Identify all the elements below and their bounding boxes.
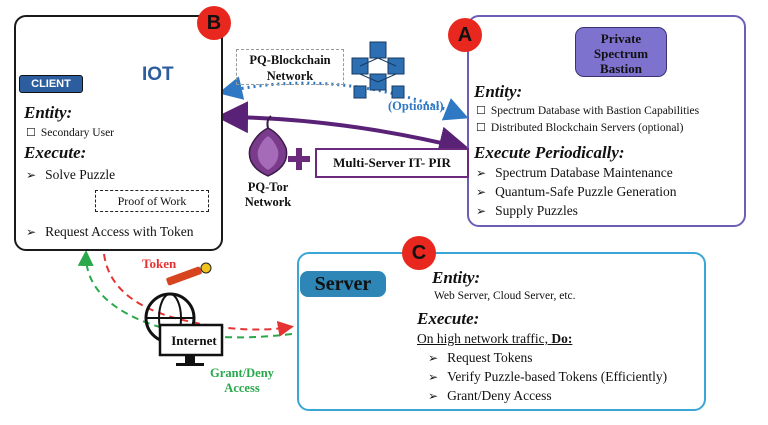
client-entity-item: Secondary User xyxy=(26,126,114,139)
tor-channel-arrow xyxy=(216,101,471,158)
server-entity-text: Web Server, Cloud Server, etc. xyxy=(434,290,576,302)
bastion-execute-item-3: Supply Puzzles xyxy=(476,203,578,219)
blockchain-network-label: PQ-Blockchain Network xyxy=(236,49,344,85)
bastion-title: Private Spectrum Bastion xyxy=(575,27,667,77)
client-execute-heading: Execute: xyxy=(24,143,87,162)
bastion-entity-heading: Entity: xyxy=(474,82,523,101)
client-step-solve-puzzle: Solve Puzzle xyxy=(26,167,115,183)
badge-a: A xyxy=(448,18,482,52)
proof-of-work-box: Proof of Work xyxy=(95,190,209,212)
badge-b: B xyxy=(197,6,231,40)
tor-network-label: PQ-Tor Network xyxy=(244,180,292,209)
grant-deny-label: Grant/Deny Access xyxy=(210,366,274,395)
bastion-entity-item-2: Distributed Blockchain Servers (optional… xyxy=(476,121,684,134)
bastion-execute-item-2: Quantum-Safe Puzzle Generation xyxy=(476,184,676,200)
client-label: CLIENT xyxy=(19,75,83,93)
server-condition-do: Do: xyxy=(551,331,573,346)
token-label: Token xyxy=(142,256,177,271)
plus-icon xyxy=(288,148,310,170)
server-label: Server xyxy=(300,271,386,297)
server-entity-heading: Entity: xyxy=(432,268,481,287)
server-execute-heading: Execute: xyxy=(417,309,480,328)
optional-label: (Optional) xyxy=(388,99,444,113)
client-step-request-access: Request Access with Token xyxy=(26,224,193,240)
internet-monitor-icon xyxy=(158,323,224,366)
tor-onion-icon xyxy=(248,115,288,177)
internet-label: Internet xyxy=(171,333,217,348)
client-entity-heading: Entity: xyxy=(24,103,73,122)
server-condition: On high network traffic, Do: xyxy=(417,331,572,347)
server-execute-item-2: Verify Puzzle-based Tokens (Efficiently) xyxy=(428,369,667,385)
server-condition-prefix: On high network traffic, xyxy=(417,331,552,346)
db-label-right: DB xyxy=(694,63,704,70)
token-request-arrow xyxy=(103,253,294,337)
server-execute-item-3: Grant/Deny Access xyxy=(428,388,552,404)
db-label-left: DB xyxy=(546,63,556,70)
it-pir-box: Multi-Server IT- PIR xyxy=(315,148,469,178)
bastion-execute-heading: Execute Periodically: xyxy=(474,143,625,162)
badge-c: C xyxy=(402,236,436,270)
token-key-icon xyxy=(166,262,212,286)
bastion-entity-item-1: Spectrum Database with Bastion Capabilit… xyxy=(476,104,699,117)
bastion-execute-item-1: Spectrum Database Maintenance xyxy=(476,165,673,181)
iot-label: IOT xyxy=(142,64,174,85)
blockchain-icon xyxy=(351,41,405,99)
server-execute-item-1: Request Tokens xyxy=(428,350,532,366)
grant-deny-arrow xyxy=(77,250,293,339)
